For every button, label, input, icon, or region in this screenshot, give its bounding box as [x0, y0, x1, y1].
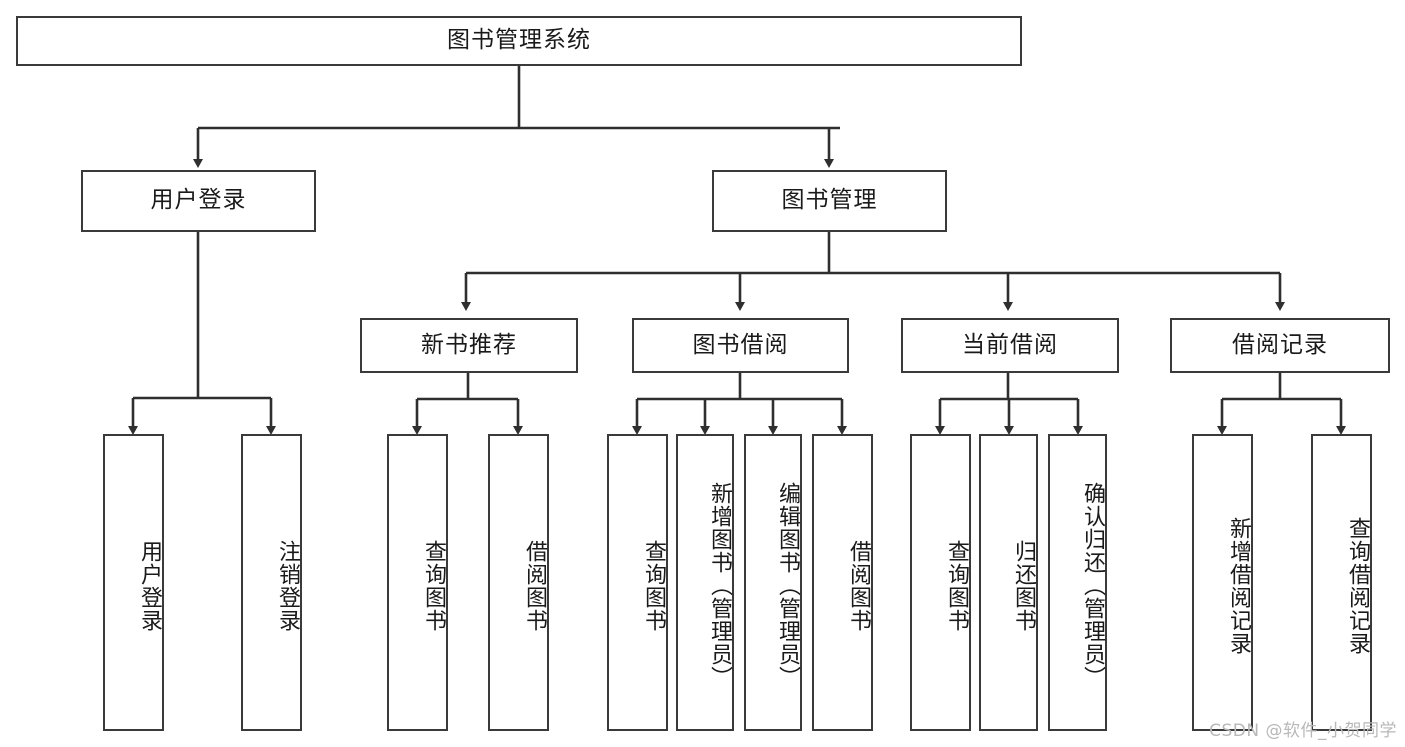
node-label: 查询图书 — [641, 539, 666, 632]
node-label: 图书借阅 — [692, 331, 789, 358]
node-new-book-recommend[interactable]: 新书推荐 — [360, 318, 578, 373]
node-label: 图书管理系统 — [447, 27, 591, 54]
leaf-borrow-book[interactable]: 借阅图书 — [812, 434, 873, 731]
node-label: 归还图书 — [1011, 539, 1036, 632]
node-label: 新增借阅记录 — [1226, 516, 1251, 655]
node-borrow-record[interactable]: 借阅记录 — [1170, 318, 1390, 373]
leaf-return-book[interactable]: 归还图书 — [979, 434, 1038, 731]
leaf-logout-login[interactable]: 注销登录 — [241, 434, 302, 731]
node-label: 借阅图书 — [846, 539, 871, 632]
node-label: 注销登录 — [275, 539, 300, 632]
leaf-query-book-current[interactable]: 查询图书 — [910, 434, 971, 731]
leaf-user-login[interactable]: 用户登录 — [103, 434, 164, 731]
leaf-edit-book-admin[interactable]: 编辑图书（管理员） — [744, 434, 802, 731]
node-label: 编辑图书（管理员） — [775, 482, 800, 689]
node-label: 确认归还（管理员） — [1080, 482, 1105, 689]
node-label: 查询图书 — [421, 539, 446, 632]
node-label: 查询图书 — [944, 539, 969, 632]
node-current-borrow[interactable]: 当前借阅 — [901, 318, 1119, 373]
node-label: 新增图书（管理员） — [707, 482, 732, 689]
node-label: 图书管理 — [781, 187, 878, 214]
node-label: 用户登录 — [137, 539, 162, 632]
leaf-query-book-borrow[interactable]: 查询图书 — [607, 434, 668, 731]
node-root-book-management-system[interactable]: 图书管理系统 — [16, 16, 1022, 66]
node-label: 用户登录 — [150, 187, 247, 214]
leaf-add-book-admin[interactable]: 新增图书（管理员） — [676, 434, 734, 731]
leaf-query-book-recommend[interactable]: 查询图书 — [387, 434, 448, 731]
node-label: 新书推荐 — [421, 331, 517, 358]
leaf-borrow-book-recommend[interactable]: 借阅图书 — [488, 434, 549, 731]
node-book-management[interactable]: 图书管理 — [712, 170, 947, 232]
csdn-watermark: CSDN @软件_小贺同学 — [1209, 721, 1397, 741]
node-user-login[interactable]: 用户登录 — [81, 170, 316, 232]
node-label: 当前借阅 — [962, 331, 1058, 358]
leaf-query-borrow-record[interactable]: 查询借阅记录 — [1311, 434, 1372, 731]
node-label: 查询借阅记录 — [1345, 516, 1370, 655]
leaf-confirm-return-admin[interactable]: 确认归还（管理员） — [1048, 434, 1107, 731]
leaf-add-borrow-record[interactable]: 新增借阅记录 — [1192, 434, 1253, 731]
node-book-borrow[interactable]: 图书借阅 — [632, 318, 849, 373]
node-label: 借阅图书 — [522, 539, 547, 632]
node-label: 借阅记录 — [1232, 331, 1328, 358]
